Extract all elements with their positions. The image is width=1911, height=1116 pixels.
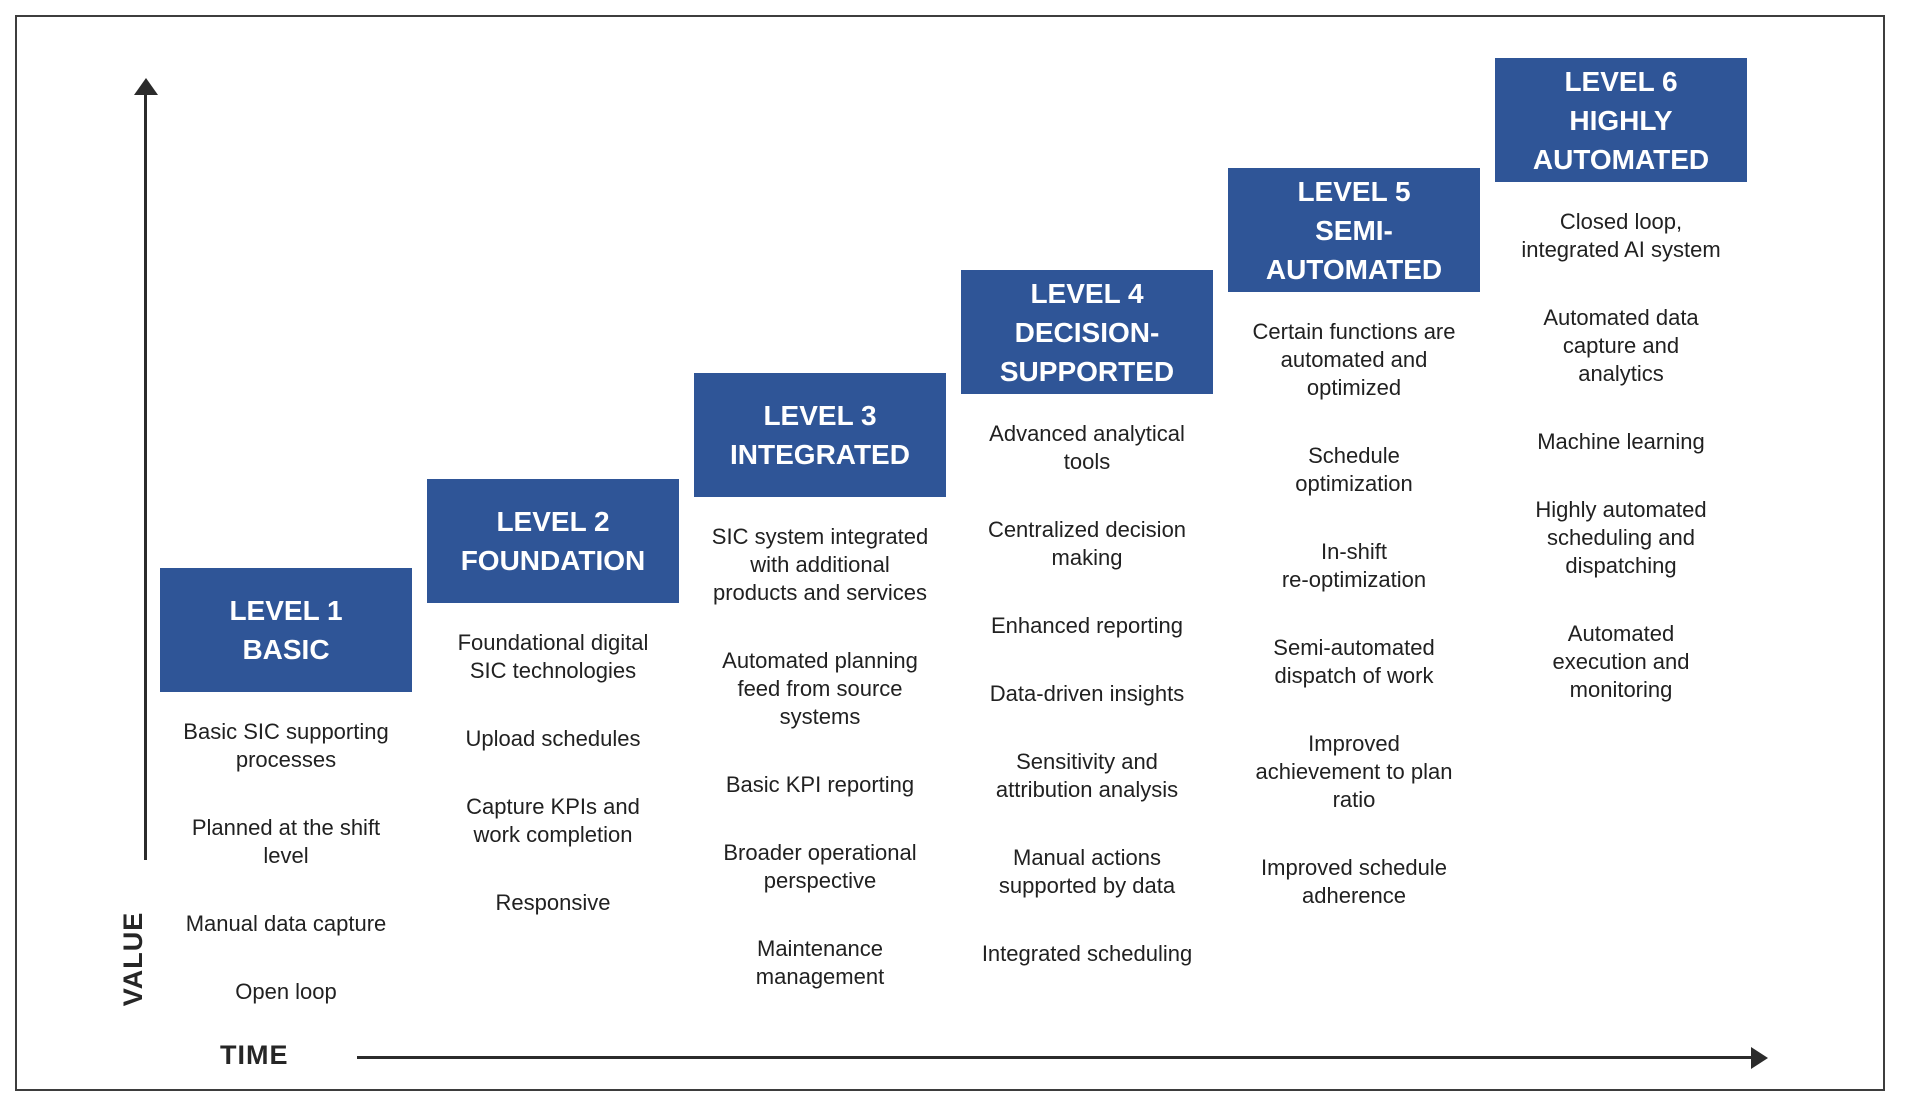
level-3-column: LEVEL 3 INTEGRATED SIC system integrated… [694, 373, 946, 991]
level-item: Enhanced reporting [990, 613, 1184, 638]
level-item: Data-driven insights [989, 681, 1185, 706]
level-4-column: LEVEL 4 DECISION- SUPPORTED Advanced ana… [961, 270, 1213, 968]
figure-border [15, 15, 1885, 1091]
level-item: Automated execution and monitoring [1552, 621, 1690, 702]
level-item: Certain functions are automated and opti… [1252, 319, 1456, 400]
level-4-items: Advanced analytical tools Centralized de… [952, 394, 1222, 968]
level-1-items: Basic SIC supporting processes Planned a… [151, 692, 421, 1006]
time-axis-line [357, 1056, 1753, 1059]
value-axis-line [144, 93, 147, 860]
level-4-header: LEVEL 4 DECISION- SUPPORTED [961, 270, 1213, 394]
level-6-header: LEVEL 6 HIGHLY AUTOMATED [1495, 58, 1747, 182]
level-item: Machine learning [1537, 429, 1705, 454]
level-2-items: Foundational digital SIC technologies Up… [418, 603, 688, 917]
level-3-items: SIC system integrated with additional pr… [685, 497, 955, 991]
level-item: Centralized decision making [987, 517, 1187, 570]
level-item: Upload schedules [465, 726, 641, 751]
level-item: Basic SIC supporting processes [183, 719, 389, 772]
level-2-header: LEVEL 2 FOUNDATION [427, 479, 679, 603]
level-item: SIC system integrated with additional pr… [711, 524, 929, 605]
level-item: Responsive [495, 890, 611, 915]
level-item: Open loop [235, 979, 337, 1004]
time-axis-arrowhead-icon [1751, 1047, 1768, 1069]
level-6-items: Closed loop, integrated AI system Automa… [1486, 182, 1756, 704]
level-item: Schedule optimization [1295, 443, 1413, 496]
level-5-header: LEVEL 5 SEMI- AUTOMATED [1228, 168, 1480, 292]
level-6-column: LEVEL 6 HIGHLY AUTOMATED Closed loop, in… [1495, 58, 1747, 704]
level-1-column: LEVEL 1 BASIC Basic SIC supporting proce… [160, 568, 412, 1006]
level-item: Advanced analytical tools [989, 421, 1185, 474]
level-item: Improved achievement to plan ratio [1255, 731, 1453, 812]
level-item: Sensitivity and attribution analysis [995, 749, 1179, 802]
level-item: Basic KPI reporting [725, 772, 915, 797]
level-item: Automated data capture and analytics [1543, 305, 1699, 386]
level-item: Integrated scheduling [981, 941, 1193, 966]
level-item: Semi-automated dispatch of work [1273, 635, 1435, 688]
level-item: Maintenance management [755, 936, 885, 989]
level-item: Highly automated scheduling and dispatch… [1535, 497, 1707, 578]
level-item: In-shift re-optimization [1281, 539, 1427, 592]
level-3-header: LEVEL 3 INTEGRATED [694, 373, 946, 497]
level-1-header: LEVEL 1 BASIC [160, 568, 412, 692]
level-5-column: LEVEL 5 SEMI- AUTOMATED Certain function… [1228, 168, 1480, 910]
level-item: Foundational digital SIC technologies [457, 630, 649, 683]
time-axis-label: TIME [220, 1040, 289, 1070]
level-item: Planned at the shift level [191, 815, 381, 868]
level-item: Broader operational perspective [723, 840, 917, 893]
value-axis-arrowhead-icon [134, 78, 158, 95]
level-item: Manual actions supported by data [998, 845, 1176, 898]
level-item: Closed loop, integrated AI system [1521, 209, 1721, 262]
level-item: Manual data capture [185, 911, 387, 936]
level-item: Improved schedule adherence [1261, 855, 1447, 908]
value-axis-label: VALUE [118, 911, 148, 1007]
level-5-items: Certain functions are automated and opti… [1219, 292, 1489, 910]
level-item: Automated planning feed from source syst… [722, 648, 918, 729]
level-2-column: LEVEL 2 FOUNDATION Foundational digital … [427, 479, 679, 917]
level-item: Capture KPIs and work completion [466, 794, 640, 847]
